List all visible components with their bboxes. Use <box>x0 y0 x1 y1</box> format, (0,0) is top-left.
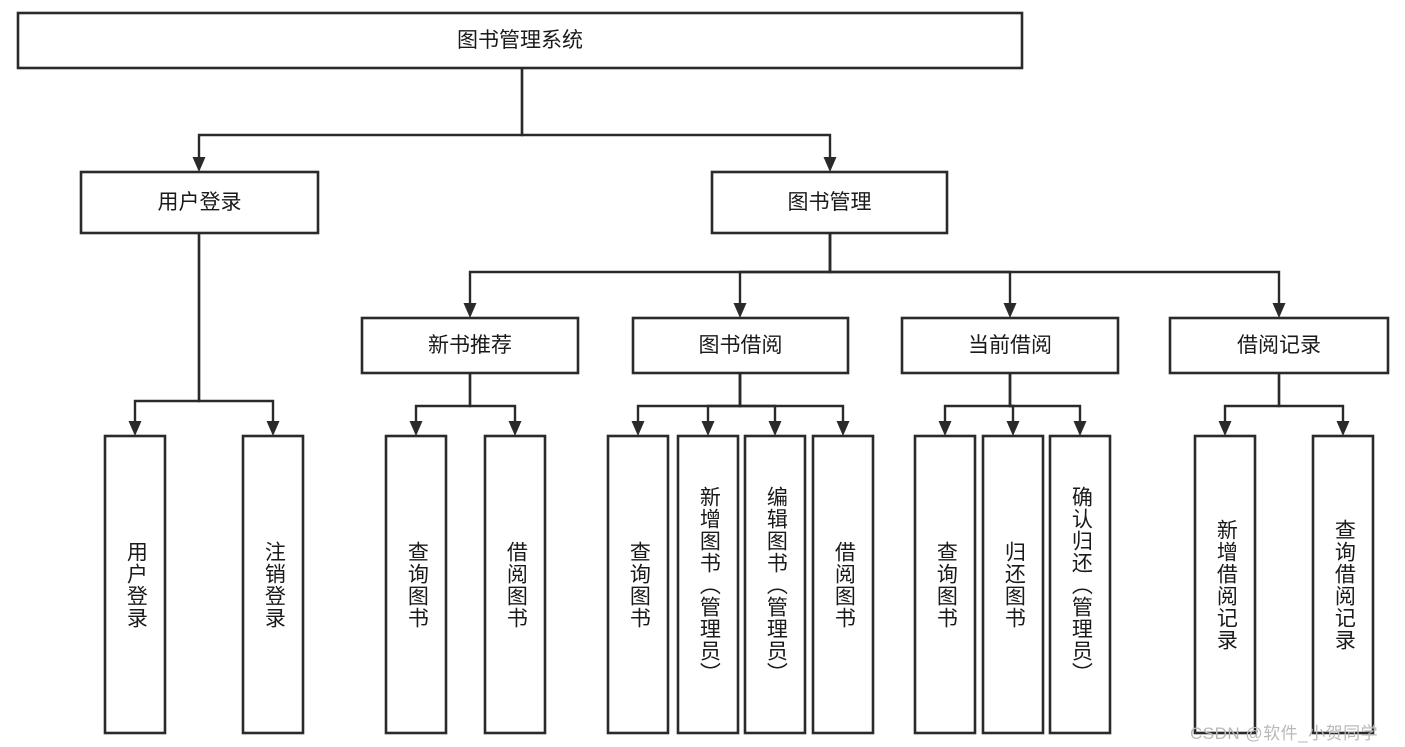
connector-line <box>197 68 524 158</box>
node-box-root[interactable] <box>16 11 1024 70</box>
node-layer <box>16 11 1390 735</box>
connector-leaf-query-borrow-record <box>1277 373 1350 436</box>
arrow-head-icon <box>938 421 952 436</box>
connector-current-borrow <box>828 233 1017 318</box>
connector-line <box>828 233 1281 304</box>
connector-line <box>636 373 742 422</box>
node-box-leaf-borrow-book[interactable] <box>811 434 875 735</box>
node-box-leaf-return-book[interactable] <box>981 434 1045 735</box>
arrow-head-icon <box>192 157 206 172</box>
arrow-head-icon <box>823 157 837 172</box>
connector-line <box>1277 373 1345 422</box>
node-box-leaf-query-book-current[interactable] <box>913 434 977 735</box>
connector-line <box>738 373 777 422</box>
connector-line <box>943 373 1012 422</box>
node-box-leaf-query-book-borrow[interactable] <box>606 434 670 735</box>
connector-line <box>468 233 832 304</box>
connector-line <box>197 233 275 422</box>
node-label-root: 图书管理系统 <box>457 29 583 52</box>
node-box-leaf-borrow-book-recommend[interactable] <box>483 434 547 735</box>
arrow-head-icon <box>409 421 423 436</box>
connector-leaf-query-book-recommend <box>409 373 472 436</box>
node-box-borrow-record[interactable] <box>1168 316 1390 375</box>
connector-layer <box>128 68 1350 436</box>
connector-line <box>828 233 1012 304</box>
arrow-head-icon <box>1218 421 1232 436</box>
connector-line <box>520 68 832 158</box>
node-box-leaf-add-borrow-record[interactable] <box>1193 434 1257 735</box>
arrow-head-icon <box>836 421 850 436</box>
connector-borrow-record <box>828 233 1286 318</box>
connector-line <box>468 373 517 422</box>
node-box-leaf-edit-book-admin[interactable] <box>743 434 807 735</box>
node-label-book-borrow: 图书借阅 <box>699 334 783 357</box>
arrow-head-icon <box>768 421 782 436</box>
node-box-leaf-user-login[interactable] <box>103 434 167 735</box>
arrow-head-icon <box>631 421 645 436</box>
connector-leaf-borrow-book-recommend <box>468 373 522 436</box>
connector-leaf-confirm-return-admin <box>1008 373 1087 436</box>
node-label-user-login: 用户登录 <box>158 191 242 214</box>
node-box-leaf-add-book-admin[interactable] <box>676 434 740 735</box>
node-box-book-manage[interactable] <box>710 170 949 235</box>
arrow-head-icon <box>1073 421 1087 436</box>
node-label-borrow-record: 借阅记录 <box>1237 334 1321 357</box>
arrow-head-icon <box>266 421 280 436</box>
node-box-leaf-logout[interactable] <box>241 434 305 735</box>
connector-leaf-return-book <box>1006 373 1020 436</box>
connector-line <box>738 373 845 422</box>
arrow-head-icon <box>1336 421 1350 436</box>
node-label-new-book-recommend: 新书推荐 <box>428 334 512 357</box>
arrow-head-icon <box>733 303 747 318</box>
connector-line <box>414 373 472 422</box>
arrow-head-icon <box>463 303 477 318</box>
connector-leaf-borrow-book <box>738 373 850 436</box>
connector-line <box>706 373 742 422</box>
node-box-leaf-query-book-recommend[interactable] <box>384 434 448 735</box>
connector-leaf-query-book-current <box>938 373 1012 436</box>
connector-book-borrow <box>733 233 832 318</box>
connector-new-book-recommend <box>463 233 832 318</box>
connector-leaf-add-book-admin <box>701 373 742 436</box>
arrow-head-icon <box>1003 303 1017 318</box>
connector-leaf-edit-book-admin <box>738 373 782 436</box>
connector-line <box>1008 373 1082 422</box>
arrow-head-icon <box>1006 421 1020 436</box>
arrow-head-icon <box>128 421 142 436</box>
connector-user-login <box>192 68 524 172</box>
node-box-leaf-confirm-return-admin[interactable] <box>1048 434 1112 735</box>
connector-line <box>1223 373 1281 422</box>
arrow-head-icon <box>508 421 522 436</box>
connector-line <box>738 233 832 304</box>
node-box-book-borrow[interactable] <box>631 316 850 375</box>
node-box-leaf-query-borrow-record[interactable] <box>1311 434 1375 735</box>
connector-line <box>133 233 201 422</box>
node-box-new-book-recommend[interactable] <box>360 316 580 375</box>
node-box-user-login[interactable] <box>79 170 320 235</box>
arrow-head-icon <box>1272 303 1286 318</box>
node-box-current-borrow[interactable] <box>900 316 1120 375</box>
connector-book-manage <box>520 68 837 172</box>
arrow-head-icon <box>701 421 715 436</box>
connector-leaf-query-book-borrow <box>631 373 742 436</box>
connector-leaf-add-borrow-record <box>1218 373 1281 436</box>
node-label-current-borrow: 当前借阅 <box>968 334 1052 357</box>
node-label-book-manage: 图书管理 <box>788 191 872 214</box>
connector-leaf-logout <box>197 233 280 436</box>
connector-leaf-user-login <box>128 233 201 436</box>
